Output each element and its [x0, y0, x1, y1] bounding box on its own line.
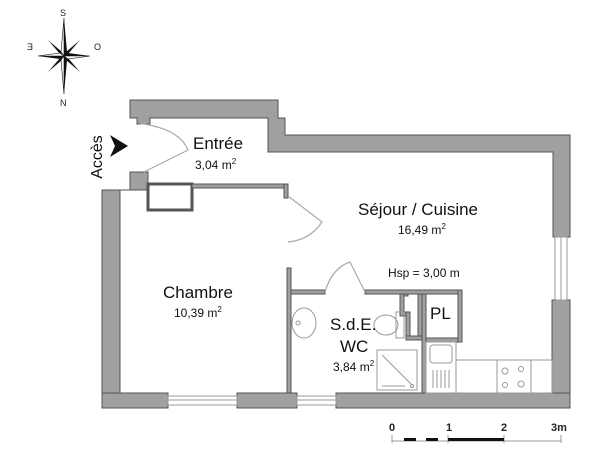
room-name-chambre: Chambre [163, 283, 233, 302]
compass-east-label: E [27, 42, 34, 52]
room-area-chambre: 10,39 m2 [174, 305, 222, 320]
toilet-icon [373, 311, 405, 339]
compass-north-label: N [60, 98, 67, 108]
area-unit-sup: 2 [441, 222, 446, 231]
area-unit-sup: 2 [369, 359, 375, 368]
area-value: 10,39 m [174, 306, 218, 320]
area-unit-sup: 2 [217, 305, 222, 314]
scale-tick-3m: 3m [551, 422, 567, 434]
room-area-sejour: 16,49 m2 [398, 222, 446, 237]
area-value: 16,49 m [398, 223, 442, 237]
room-name-wc: WC [340, 337, 369, 356]
compass-rose-icon [37, 17, 91, 95]
kitchen-counter [425, 341, 553, 394]
room-name-entree: Entrée [193, 134, 244, 153]
area-value: 3,84 m [333, 360, 370, 374]
room-name-sejour: Séjour / Cuisine [358, 200, 479, 219]
scale-tick-0: 0 [389, 422, 396, 434]
compass-west-label: O [94, 42, 102, 52]
room-area-entree: 3,04 m2 [195, 157, 236, 172]
room-name-pl: PL [430, 304, 451, 323]
ceiling-height-label: Hsp = 3,00 m [388, 266, 460, 280]
room-name-sde: S.d.E. [330, 315, 377, 334]
arrow-right-icon [110, 135, 128, 157]
scale-tick-2: 2 [501, 422, 508, 434]
area-unit-sup: 2 [231, 157, 237, 166]
washbasin-icon [291, 307, 317, 339]
compass-south-label: S [60, 8, 67, 18]
doors [140, 123, 366, 293]
windows [167, 236, 568, 406]
scale-tick-1: 1 [446, 422, 453, 434]
access-label: Accès [88, 135, 106, 179]
scale-bar [391, 435, 562, 443]
walls [101, 99, 571, 409]
shower-icon [376, 349, 418, 391]
area-value: 3,04 m [195, 158, 232, 172]
room-area-sde: 3,84 m2 [333, 359, 374, 374]
